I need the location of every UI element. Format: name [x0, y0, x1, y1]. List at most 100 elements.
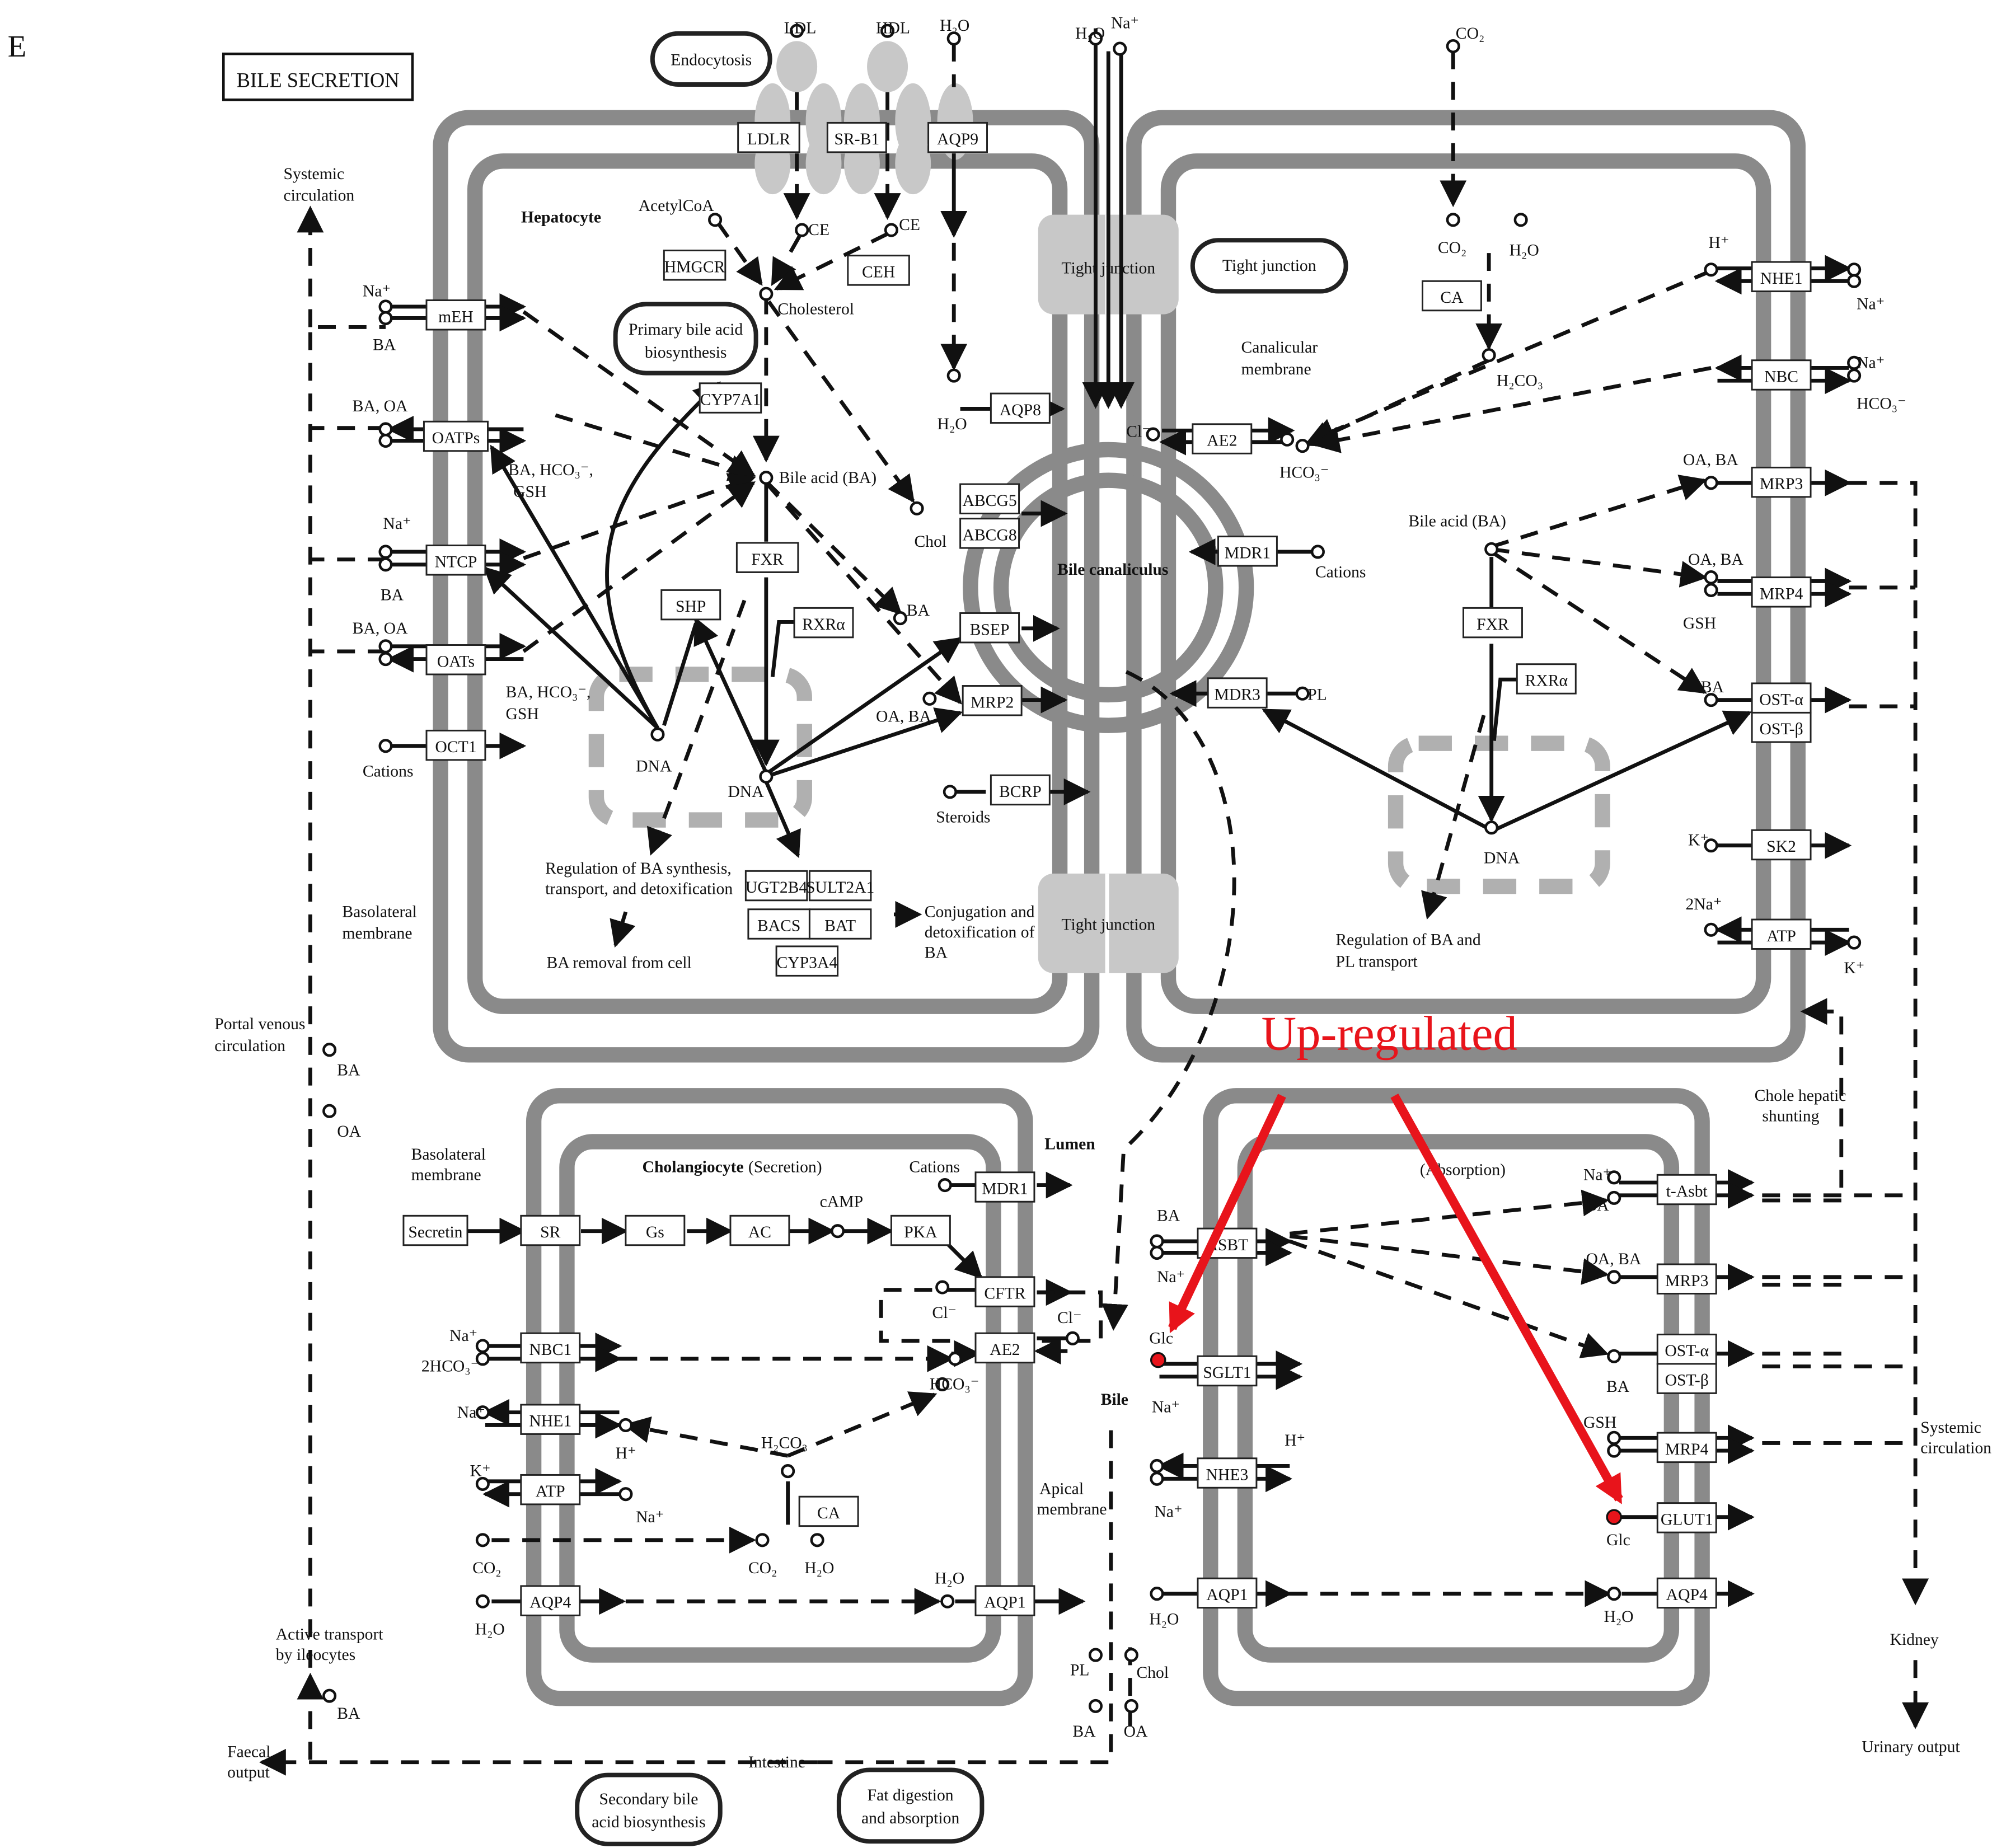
label-systemic-0: Systemic: [283, 165, 344, 183]
gene-box-fxr2[interactable]: FXR: [1463, 607, 1523, 639]
gene-box-mrp3[interactable]: MRP3: [1751, 466, 1812, 498]
gene-label: CEH: [862, 263, 895, 281]
gene-box-nbc1[interactable]: NBC1: [520, 1332, 581, 1364]
gene-box-shp[interactable]: SHP: [660, 589, 721, 621]
gene-label: MDR1: [982, 1180, 1028, 1198]
label-h2o: H₂O: [935, 1569, 964, 1587]
gene-box-bacs[interactable]: BACS: [747, 908, 810, 940]
gene-box-meh[interactable]: mEH: [425, 299, 486, 331]
gene-box-oatps[interactable]: OATPs: [423, 420, 489, 452]
gene-box-aqp9[interactable]: AQP9: [927, 121, 988, 153]
primary-bile-acid-oval[interactable]: [613, 302, 758, 376]
gene-box-hmgcr[interactable]: HMGCR: [663, 250, 727, 281]
gene-box-mdr1b[interactable]: MDR1: [974, 1171, 1035, 1203]
gene-box-bat[interactable]: BAT: [808, 908, 872, 940]
gene-box-ntcp[interactable]: NTCP: [425, 545, 486, 576]
gene-box-cab[interactable]: CA: [798, 1495, 859, 1527]
gene-label: AQP1: [984, 1594, 1025, 1612]
gene-box-rxra2[interactable]: RXRα: [1516, 663, 1577, 695]
gene-box-aqp1[interactable]: AQP1: [974, 1585, 1035, 1616]
gene-box-oct1[interactable]: OCT1: [425, 729, 486, 761]
gene-box-cftr[interactable]: CFTR: [974, 1276, 1035, 1307]
gene-box-t-asbt[interactable]: t-Asbt: [1656, 1174, 1717, 1206]
label-systemic-0: Systemic: [1920, 1419, 1981, 1437]
gene-label: AE2: [1207, 432, 1237, 450]
gene-box-sr-b1[interactable]: SR-B1: [826, 121, 887, 153]
gene-box-cyp7a1[interactable]: CYP7A1: [699, 382, 762, 414]
gene-box-ost-a[interactable]: OST-α: [1751, 682, 1812, 714]
label-k+: K⁺: [470, 1462, 491, 1480]
label-dna: DNA: [728, 783, 764, 801]
gene-box-aqp4[interactable]: AQP4: [520, 1585, 581, 1616]
gene-label: SHP: [676, 598, 706, 616]
gene-box-ost-a2[interactable]: OST-α: [1656, 1333, 1717, 1365]
gene-box-cyp3a4[interactable]: CYP3A4: [775, 945, 839, 977]
fat-digestion-oval[interactable]: [836, 1767, 985, 1844]
label-bile: Bile: [1101, 1391, 1128, 1409]
gene-box-fxr[interactable]: FXR: [735, 542, 799, 573]
gene-box-ost-b[interactable]: OST-β: [1751, 711, 1812, 743]
gene-box-abcg8[interactable]: ABCG8: [959, 518, 1020, 549]
label-reg2-0: Regulation of BA and: [1335, 931, 1481, 949]
gene-box-oats[interactable]: OATs: [425, 644, 486, 676]
gene-box-mdr1[interactable]: MDR1: [1217, 536, 1278, 567]
gene-box-aqp8[interactable]: AQP8: [990, 392, 1051, 424]
gene-label: BAT: [824, 917, 856, 935]
label-secretion: (Secretion): [748, 1158, 822, 1176]
gene-box-mdr3[interactable]: MDR3: [1207, 677, 1268, 709]
gene-box-mrp4b[interactable]: MRP4: [1656, 1432, 1717, 1464]
gene-box-sult2a1[interactable]: SULT2A1: [806, 870, 874, 902]
secondary-bile-acid-oval[interactable]: [575, 1772, 723, 1846]
gene-box-secretin[interactable]: Secretin: [402, 1214, 468, 1246]
gene-box-ldlr[interactable]: LDLR: [737, 121, 800, 153]
gene-box-ac[interactable]: AC: [729, 1214, 790, 1246]
gene-box-sglt1[interactable]: SGLT1: [1197, 1355, 1258, 1387]
label-ba: BA: [907, 602, 930, 620]
gene-label: Secretin: [408, 1223, 462, 1241]
label-dna: DNA: [1484, 850, 1520, 867]
gene-box-rxra[interactable]: RXRα: [793, 607, 854, 639]
gene-box-pka[interactable]: PKA: [890, 1214, 951, 1246]
fat-digestion-label-1: Fat digestion: [868, 1786, 954, 1804]
label-na+: Na⁺: [1857, 354, 1885, 372]
label-pl: PL: [1070, 1662, 1090, 1680]
gene-label: OST-α: [1665, 1342, 1709, 1360]
label-h2o: H₂O: [1075, 25, 1105, 43]
gene-box-sr[interactable]: SR: [520, 1214, 581, 1246]
label-oa_ba: OA, BA: [876, 707, 931, 725]
label-co2: CO₂: [472, 1559, 501, 1577]
gene-box-mrp2[interactable]: MRP2: [962, 685, 1023, 716]
gene-box-nhe1[interactable]: NHE1: [1751, 261, 1812, 293]
gene-box-ae2[interactable]: AE2: [1192, 423, 1253, 454]
gene-box-aqp1b[interactable]: AQP1: [1197, 1577, 1258, 1609]
gene-box-glut1[interactable]: GLUT1: [1656, 1502, 1717, 1533]
dna-box-right: [1388, 735, 1610, 894]
gene-label: PKA: [904, 1223, 938, 1241]
gene-label: CA: [817, 1504, 841, 1522]
gene-box-mrp3b[interactable]: MRP3: [1656, 1263, 1717, 1294]
gene-box-mrp4[interactable]: MRP4: [1751, 576, 1812, 608]
gene-box-nhe1b[interactable]: NHE1: [520, 1404, 581, 1435]
gene-box-ugt2b4[interactable]: UGT2B4: [744, 870, 808, 902]
gene-box-ca[interactable]: CA: [1422, 280, 1482, 312]
gene-box-bsep[interactable]: BSEP: [959, 612, 1020, 644]
label-na+: Na⁺: [1157, 1268, 1185, 1286]
gene-label: AE2: [990, 1341, 1020, 1359]
gene-box-atpb[interactable]: ATP: [520, 1474, 581, 1505]
gene-box-ae2b[interactable]: AE2: [974, 1332, 1035, 1364]
gene-box-ost-b2[interactable]: OST-β: [1656, 1363, 1717, 1394]
gene-box-sk2[interactable]: SK2: [1751, 829, 1812, 861]
label-h+: H⁺: [1285, 1432, 1305, 1450]
gene-box-nbc[interactable]: NBC: [1751, 359, 1812, 391]
gene-box-aqp4b[interactable]: AQP4: [1656, 1577, 1717, 1609]
gene-box-gs[interactable]: Gs: [625, 1214, 686, 1246]
gene-box-bcrp[interactable]: BCRP: [990, 774, 1051, 806]
gene-box-abcg5[interactable]: ABCG5: [959, 483, 1020, 515]
gene-box-nhe3[interactable]: NHE3: [1197, 1457, 1258, 1489]
gene-box-atp[interactable]: ATP: [1751, 918, 1812, 950]
label-h2co3: H₂CO₃: [761, 1434, 808, 1452]
gene-box-ceh[interactable]: CEH: [847, 255, 910, 286]
label-ba: BA: [1157, 1207, 1180, 1225]
label-faecal-1: output: [227, 1763, 270, 1781]
label-k+: K⁺: [1844, 959, 1864, 977]
